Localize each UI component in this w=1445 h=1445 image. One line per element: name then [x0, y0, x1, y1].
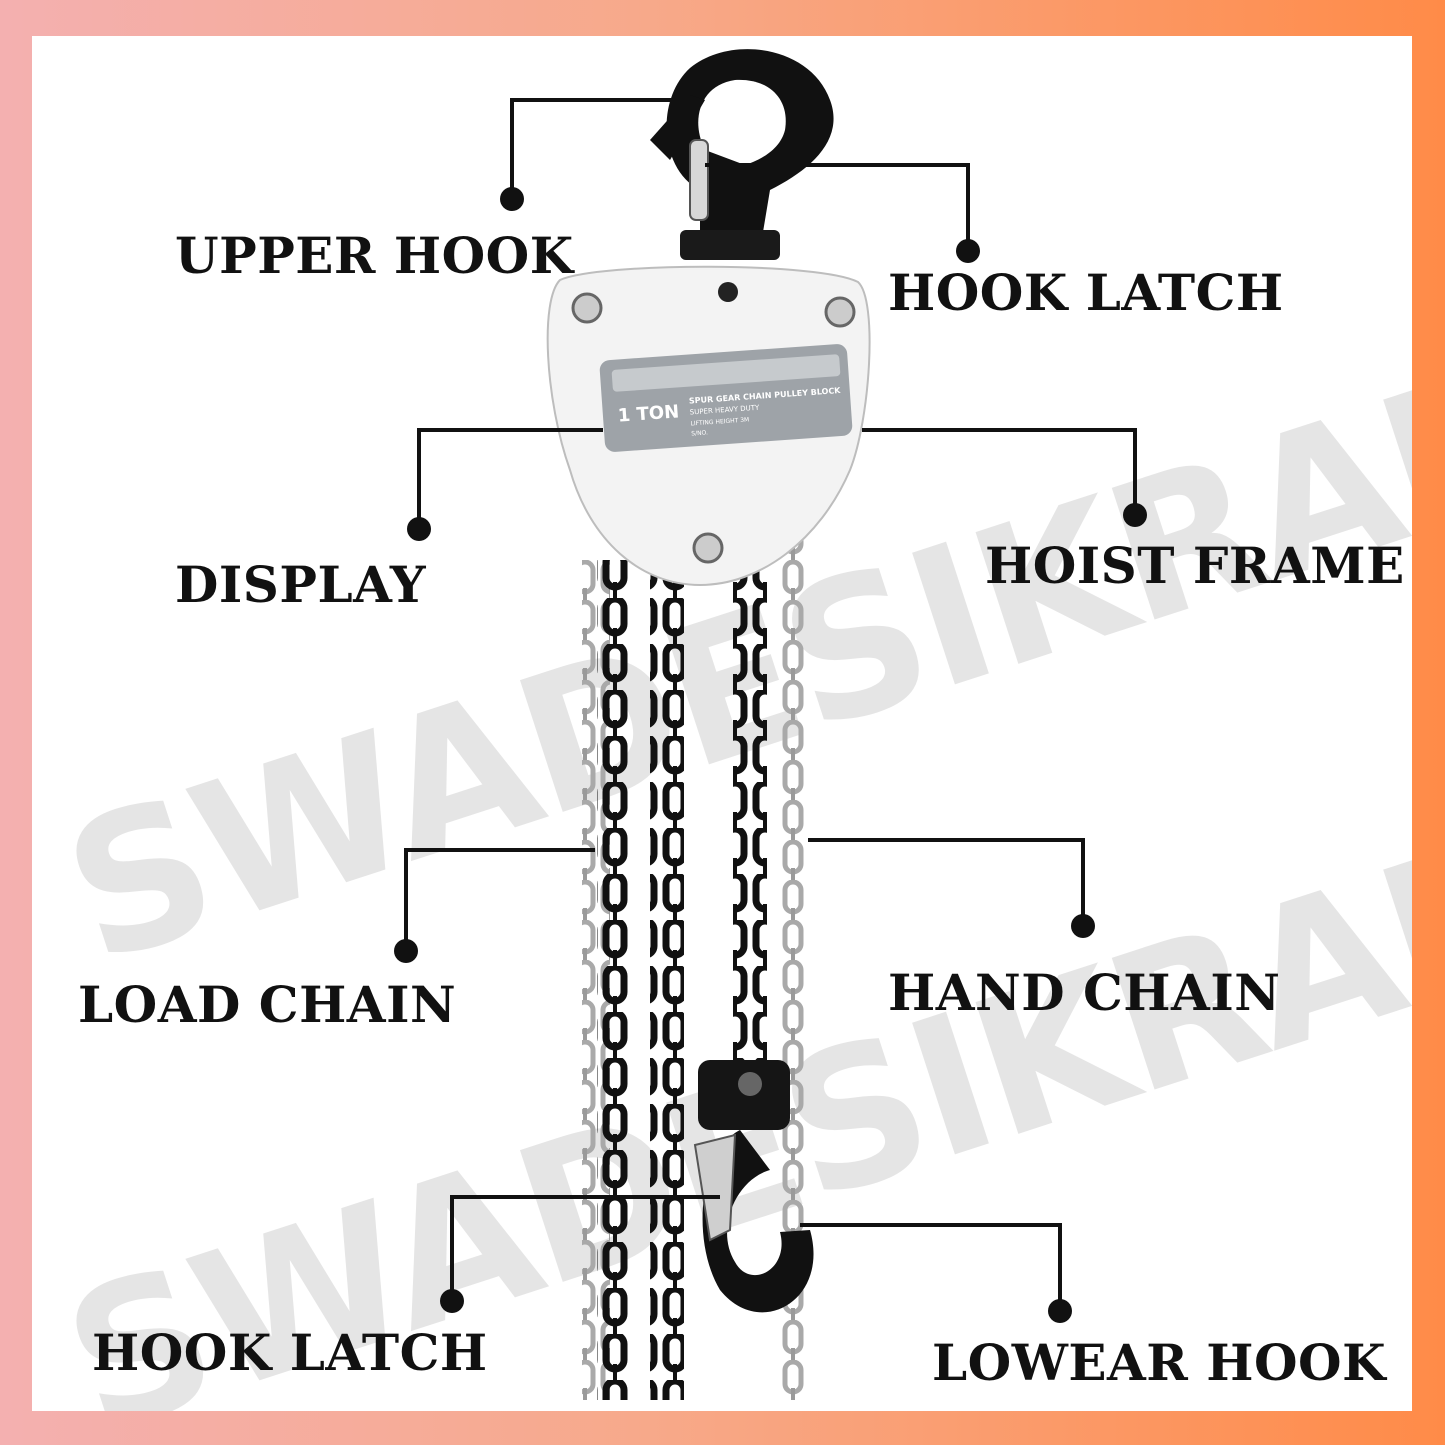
plate-line-2: SUPER HEAVY DUTY — [689, 403, 760, 417]
load-chain-strand-middle — [650, 570, 684, 1400]
label-hand-chain: HAND CHAIN — [888, 963, 1281, 1022]
lower-hook-icon — [693, 1060, 814, 1313]
plate-line-4: S/NO. — [691, 429, 709, 438]
label-hook-latch-bottom: HOOK LATCH — [92, 1323, 488, 1382]
plate-line-3: LIFTING HEIGHT 3M — [690, 416, 750, 428]
label-hook-latch-top: HOOK LATCH — [888, 263, 1284, 322]
upper-hook-icon — [650, 49, 834, 260]
label-display: DISPLAY — [175, 555, 427, 614]
label-hoist-frame: HOIST FRAME — [985, 536, 1405, 595]
name-plate: 1 TON SPUR GEAR CHAIN PULLEY BLOCK SUPER… — [602, 350, 849, 451]
load-chain-strand-left — [597, 560, 631, 1400]
leader-dots — [394, 187, 1147, 1323]
plate-line-1: SPUR GEAR CHAIN PULLEY BLOCK — [688, 386, 841, 406]
label-lower-hook: LOWEAR HOOK — [932, 1333, 1387, 1392]
leader-lines — [404, 98, 1137, 1310]
label-load-chain: LOAD CHAIN — [78, 975, 457, 1034]
plate-capacity: 1 TON — [617, 401, 680, 427]
label-upper-hook: UPPER HOOK — [175, 226, 574, 285]
load-chain-strand-right — [733, 560, 767, 1080]
hoist-frame-body — [546, 265, 871, 587]
